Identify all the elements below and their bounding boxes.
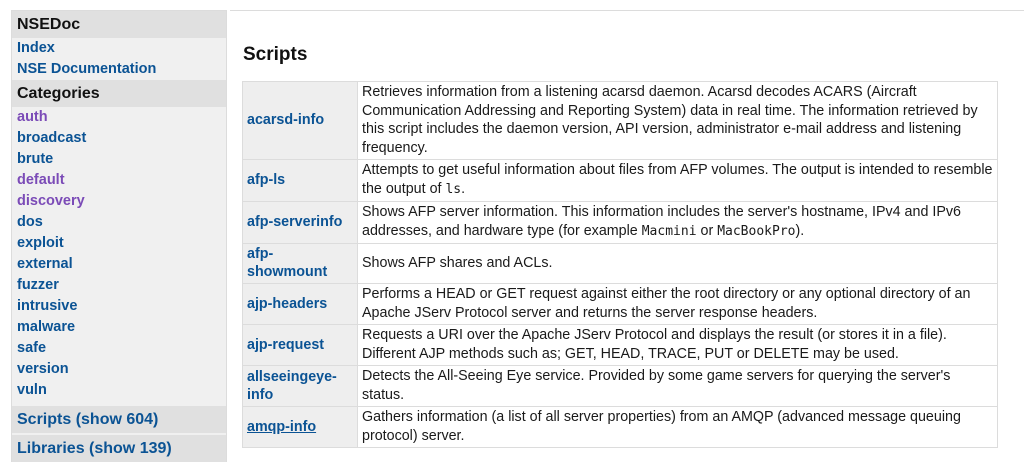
script-link-amqp-info[interactable]: amqp-info (247, 418, 317, 435)
description-text: Attempts to get useful information about… (362, 162, 993, 197)
category-list: auth broadcast brute default discovery dos exp… (12, 107, 226, 401)
category-link-exploit[interactable]: exploit (17, 235, 64, 251)
script-row: allseeingeye-info Detects the All-Seeing … (242, 365, 998, 407)
libraries-group-link[interactable]: Libraries (show 139) (12, 435, 226, 462)
category-link-broadcast[interactable]: broadcast (17, 130, 87, 146)
description-text: Retrieves information from a listening a… (362, 84, 978, 156)
category-link-fuzzer[interactable]: fuzzer (17, 277, 59, 293)
script-link-afp-ls[interactable]: afp-ls (247, 172, 286, 188)
script-name-cell: allseeingeye-info (242, 365, 358, 407)
page-title: Scripts (243, 44, 308, 65)
script-row: ajp-request Requests a URI over the Apach… (242, 324, 998, 366)
script-name-cell: amqp-info (242, 406, 358, 448)
category-link-brute[interactable]: brute (17, 151, 54, 167)
sidebar-link-nse-documentation[interactable]: NSE Documentation (17, 61, 157, 77)
category-link-safe[interactable]: safe (17, 340, 47, 356)
categories-heading: Categories (12, 80, 226, 107)
description-text: Gathers information (a list of all serve… (362, 409, 961, 444)
script-name-cell: afp-serverinfo (242, 201, 358, 244)
category-link-malware[interactable]: malware (17, 319, 76, 335)
script-description: Requests a URI over the Apache JServ Pro… (357, 324, 998, 366)
category-link-dos[interactable]: dos (17, 214, 43, 230)
script-name-cell: acarsd-info (242, 81, 358, 160)
script-row: afp-showmount Shows AFP shares and ACLs. (242, 243, 998, 284)
description-text: Shows AFP shares and ACLs. (362, 254, 553, 271)
sidebar-title: NSEDoc (12, 11, 226, 38)
sidebar-link-index[interactable]: Index (17, 40, 55, 56)
description-text: Performs a HEAD or GET request against e… (362, 286, 971, 321)
scripts-table: acarsd-info Retrieves information from a … (242, 81, 998, 448)
category-link-intrusive[interactable]: intrusive (17, 298, 78, 314)
main-content: Scripts acarsd-info Retrieves information… (230, 10, 1024, 463)
script-row: afp-ls Attempts to get useful information… (242, 159, 998, 202)
description-text: or (696, 222, 718, 239)
script-link-afp-showmount[interactable]: afp-showmount (247, 246, 328, 280)
script-link-ajp-headers[interactable]: ajp-headers (247, 295, 328, 312)
script-name-cell: ajp-headers (242, 283, 358, 325)
category-link-external[interactable]: external (17, 256, 73, 272)
category-link-auth[interactable]: auth (17, 109, 48, 125)
category-link-discovery[interactable]: discovery (17, 193, 85, 209)
script-description: Retrieves information from a listening a… (357, 81, 998, 160)
inline-code: ls (445, 181, 462, 197)
script-link-afp-serverinfo[interactable]: afp-serverinfo (247, 214, 343, 230)
inline-code: MacBookPro (717, 223, 796, 239)
script-name-cell: afp-showmount (242, 243, 358, 284)
description-text: Requests a URI over the Apache JServ Pro… (362, 327, 947, 362)
description-text: Detects the All-Seeing Eye service. Prov… (362, 368, 951, 403)
script-description: Gathers information (a list of all serve… (357, 406, 998, 448)
script-row: afp-serverinfo Shows AFP server informati… (242, 201, 998, 244)
inline-code: Macmini (641, 223, 697, 239)
script-row: ajp-headers Performs a HEAD or GET reques… (242, 283, 998, 325)
script-link-ajp-request[interactable]: ajp-request (247, 336, 325, 353)
script-row: amqp-info Gathers information (a list of … (242, 406, 998, 448)
script-description: Performs a HEAD or GET request against e… (357, 283, 998, 325)
category-link-default[interactable]: default (17, 172, 65, 188)
script-description: Detects the All-Seeing Eye service. Prov… (357, 365, 998, 407)
description-text: ). (795, 222, 805, 239)
script-row: acarsd-info Retrieves information from a … (242, 81, 998, 160)
script-link-allseeingeye-info[interactable]: allseeingeye-info (247, 368, 337, 403)
script-name-cell: ajp-request (242, 324, 358, 366)
script-description: Shows AFP server information. This infor… (357, 201, 998, 244)
category-link-vuln[interactable]: vuln (17, 382, 47, 398)
script-name-cell: afp-ls (242, 159, 358, 202)
script-description: Shows AFP shares and ACLs. (357, 243, 998, 284)
category-link-version[interactable]: version (17, 361, 69, 377)
script-link-acarsd-info[interactable]: acarsd-info (247, 112, 325, 128)
description-text: Shows AFP server information. This infor… (362, 204, 961, 239)
scripts-group-link[interactable]: Scripts (show 604) (12, 406, 226, 433)
description-text: . (461, 180, 466, 197)
script-description: Attempts to get useful information about… (357, 159, 998, 202)
